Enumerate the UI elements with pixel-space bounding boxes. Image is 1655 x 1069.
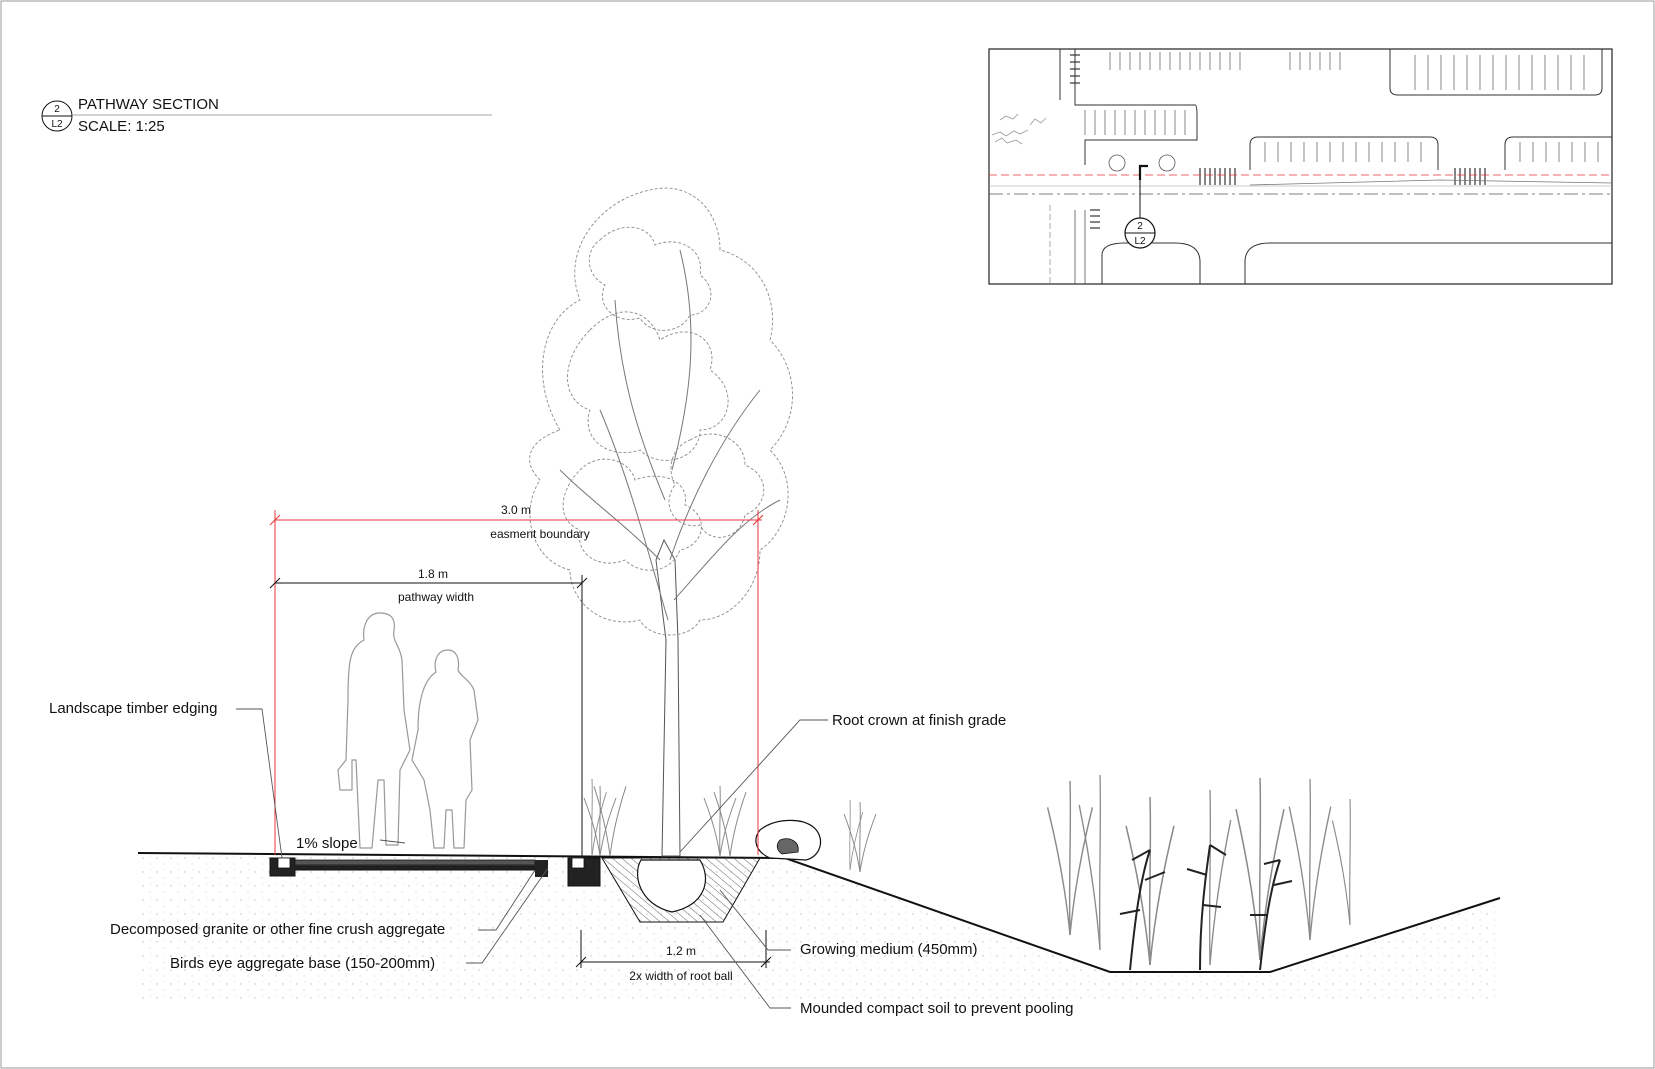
note-aggregate-base: Birds eye aggregate base (150-200mm): [170, 955, 435, 972]
note-growing-medium: Growing medium (450mm): [800, 941, 978, 958]
ornamental-grasses: [583, 773, 1352, 971]
finish-grade-line: [137, 852, 1501, 973]
note-decomposed-granite: Decomposed granite or other fine crush a…: [110, 921, 445, 938]
drawing-scale: SCALE: 1:25: [78, 118, 165, 135]
key-plan: 2 L2: [988, 48, 1613, 285]
section-marker-sheet: L2: [1134, 236, 1146, 247]
pathway-dimension: [269, 575, 588, 856]
section-marker-number: 2: [1137, 221, 1143, 232]
people-silhouettes: [337, 612, 479, 849]
detail-number: 2: [54, 104, 60, 115]
note-slope: 1% slope: [296, 835, 358, 852]
title-block: 2 L2 PATHWAY SECTION SCALE: 1:25: [41, 96, 492, 135]
root-ball-dimension: [575, 930, 772, 968]
pathway-dimension-value: 1.8 m: [418, 567, 448, 581]
note-root-crown: Root crown at finish grade: [832, 712, 1006, 729]
detail-sheet-ref: L2: [51, 119, 63, 130]
root-ball: [637, 859, 707, 913]
note-timber-edging: Landscape timber edging: [49, 700, 217, 717]
callout-leaders: [236, 708, 828, 1009]
root-ball-dimension-label: 2x width of root ball: [629, 969, 732, 983]
decomposed-granite-layer: [294, 859, 536, 866]
drawing-title: PATHWAY SECTION: [78, 96, 219, 113]
easement-dimension-value: 3.0 m: [501, 503, 531, 517]
timber-edging-left: [277, 857, 291, 869]
easement-dimension-label: easment boundary: [490, 527, 589, 541]
timber-edging-right: [571, 857, 585, 869]
root-ball-dimension-value: 1.2 m: [666, 944, 696, 958]
note-mounded-soil: Mounded compact soil to prevent pooling: [800, 1000, 1074, 1017]
pathway-dimension-label: pathway width: [398, 590, 474, 604]
tree-illustration: [529, 187, 793, 857]
easement-dimension: [269, 510, 764, 855]
